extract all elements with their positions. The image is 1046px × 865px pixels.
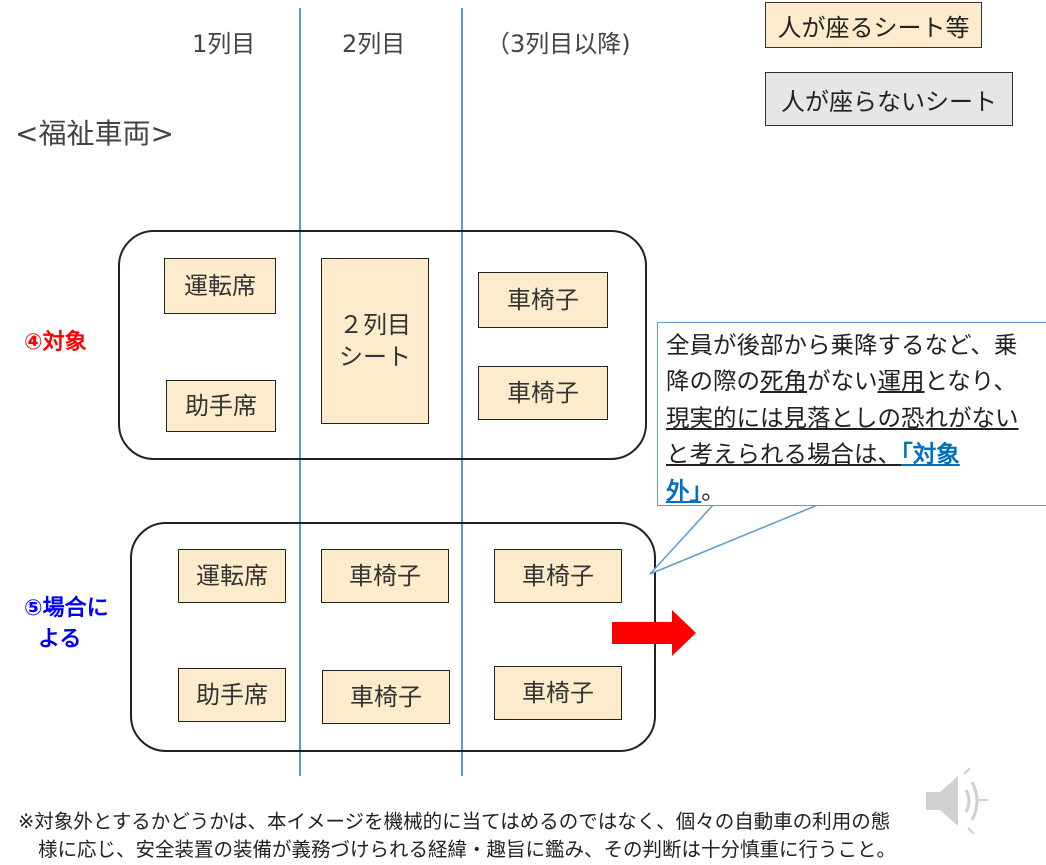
driver-seat-1: 運転席 bbox=[164, 258, 276, 314]
section-title: <福祉車両> bbox=[15, 117, 174, 150]
wheelchair-1-bottom: 車椅子 bbox=[478, 366, 608, 420]
callout-period: 。 bbox=[701, 476, 725, 505]
callout-text: がない bbox=[807, 367, 878, 396]
legend-unseated: 人が座らないシート bbox=[765, 72, 1013, 126]
row-label-case-line1: ⑤場合に bbox=[24, 596, 109, 621]
row-label-case-line2: よる bbox=[38, 626, 82, 652]
callout-underline-blindspot: 死角 bbox=[760, 367, 807, 396]
wheelchair-1-top: 車椅子 bbox=[478, 272, 608, 328]
callout-line-5: 外」。 bbox=[666, 473, 1038, 509]
column-header-2: 2列目 bbox=[342, 30, 406, 58]
callout-exempt-text: 「対象 bbox=[901, 440, 960, 469]
callout-box: 全員が後部から乗降するなど、乗 降の際の死角がない運用となり、 現実的には見落と… bbox=[657, 322, 1046, 506]
callout-line-1: 全員が後部から乗降するなど、乗 bbox=[666, 331, 1018, 359]
column-divider-2 bbox=[461, 8, 463, 776]
callout-underline-operation: 運用 bbox=[877, 367, 925, 396]
legend-seated: 人が座るシート等 bbox=[765, 2, 982, 48]
wheelchair-2-row3-top: 車椅子 bbox=[494, 549, 622, 603]
callout-text: と考えられる場合は、 bbox=[666, 440, 901, 469]
wheelchair-2-row3-bottom: 車椅子 bbox=[494, 666, 622, 720]
row-label-target: ④対象 bbox=[24, 330, 87, 355]
callout-text: となり、 bbox=[924, 367, 1017, 396]
wheelchair-2-row2-top: 車椅子 bbox=[321, 549, 449, 603]
vehicle-outline-1 bbox=[118, 230, 647, 460]
footnote: ※対象外とするかどうかは、本イメージを機械的に当てはめるのではなく、個々の自動車… bbox=[18, 808, 896, 865]
row-label-case: ⑤場合に よる bbox=[24, 594, 109, 656]
passenger-seat-1: 助手席 bbox=[166, 380, 276, 432]
speaker-icon[interactable] bbox=[920, 768, 990, 834]
callout-exempt-text-end: 外」 bbox=[666, 476, 702, 505]
footnote-line-1: ※対象外とするかどうかは、本イメージを機械的に当てはめるのではなく、個々の自動車… bbox=[18, 810, 891, 833]
callout-text: 降の際の bbox=[666, 367, 760, 396]
column-header-1: 1列目 bbox=[192, 30, 256, 58]
passenger-seat-2: 助手席 bbox=[178, 668, 286, 722]
second-row-seat-label-1: ２列目 bbox=[339, 310, 411, 339]
callout-line-3: 現実的には見落としの恐れがない bbox=[666, 403, 1019, 432]
column-divider-1 bbox=[299, 8, 301, 776]
callout-line-4: と考えられる場合は、「対象 bbox=[666, 436, 1038, 472]
right-arrow-icon bbox=[612, 610, 696, 656]
second-row-seat-label-2: シート bbox=[339, 343, 411, 371]
second-row-seat: ２列目 シート bbox=[321, 258, 429, 424]
footnote-line-2: 様に応じ、安全装置の装備が義務づけられる経緯・趣旨に鑑み、その判断は十分慎重に行… bbox=[38, 838, 897, 862]
wheelchair-2-row2-bottom: 車椅子 bbox=[322, 670, 450, 724]
driver-seat-2: 運転席 bbox=[178, 549, 286, 603]
callout-line-2: 降の際の死角がない運用となり、 bbox=[666, 363, 1038, 399]
column-header-3: （3列目以降) bbox=[486, 30, 631, 58]
